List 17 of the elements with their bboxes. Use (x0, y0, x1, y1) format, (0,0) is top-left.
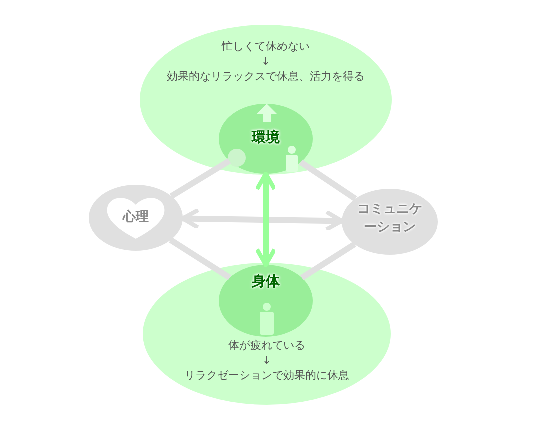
connector-line (169, 238, 232, 280)
node-text: 体が疲れている (228, 338, 306, 353)
node-text: ↓ (261, 353, 273, 368)
node-text: 身体 (251, 273, 281, 291)
node-text: 効果的なリラックスで休息、活力を得る (166, 69, 366, 84)
arrow (180, 209, 344, 231)
connector-line (170, 158, 232, 199)
connector-line (299, 160, 358, 202)
connector-line (300, 242, 356, 281)
arrow (256, 172, 276, 268)
node-text: 心理 (122, 209, 150, 227)
node-text: 忙しくて休めない (220, 39, 311, 54)
node-text: リラクゼーションで効果的に休息 (184, 368, 350, 383)
circle-node (219, 265, 313, 337)
node-text: 環境 (250, 129, 281, 147)
node-text: コミュニケーション (356, 201, 424, 237)
node-text: ↓ (260, 54, 272, 69)
